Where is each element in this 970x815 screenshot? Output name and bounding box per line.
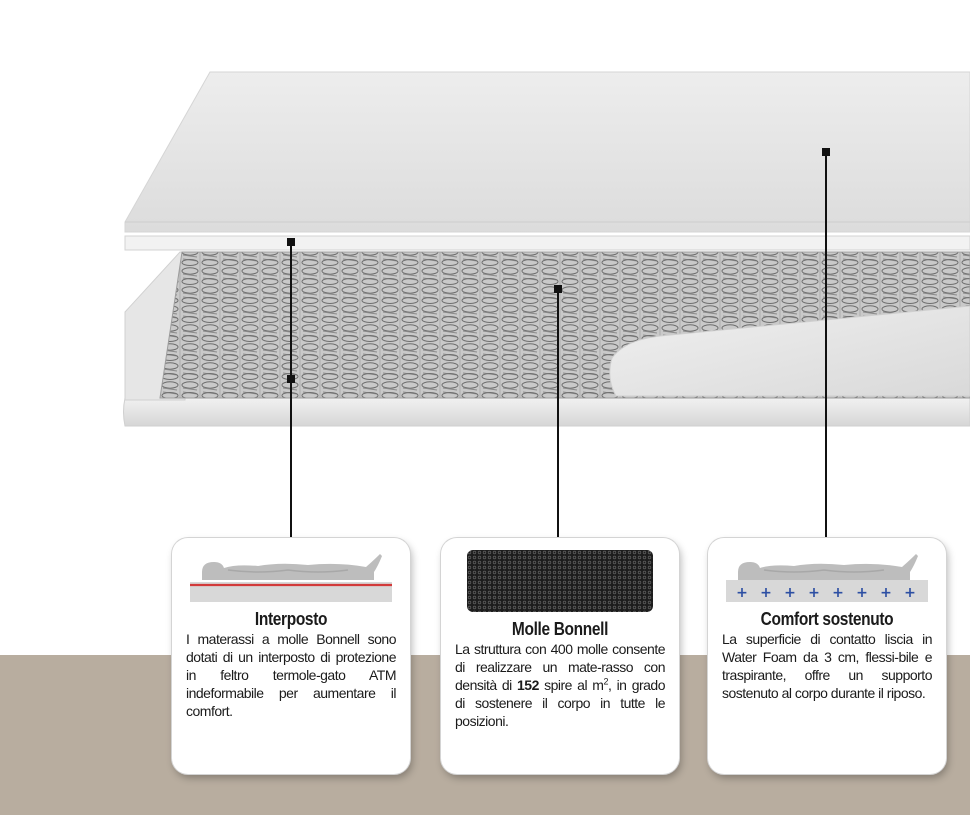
card-title: Interposto (254, 609, 328, 629)
spring-mesh-swatch (467, 550, 653, 612)
callout-comfort (822, 148, 830, 540)
plus-sign: + (832, 585, 844, 601)
plus-sign: + (856, 585, 868, 601)
mattress-base (123, 397, 970, 427)
card-title: Molle Bonnell (511, 619, 609, 639)
water-foam-insert (609, 305, 970, 397)
body-on-foam-support-icon: + + + + + + + + (726, 554, 928, 602)
info-card-molle-bonnell: Molle Bonnell La struttura con 400 molle… (441, 538, 679, 774)
plus-sign: + (880, 585, 892, 601)
card-description: I materassi a molle Bonnell sono dotati … (186, 631, 397, 719)
info-card-comfort-sostenuto: + + + + + + + + Comfort sostenuto La sup… (708, 538, 946, 774)
callout-interposto (287, 238, 295, 540)
plus-sign: + (904, 585, 916, 601)
plus-sign: + (784, 585, 796, 601)
top-foam-slab (124, 71, 970, 233)
card-description: La superficie di contatto liscia in Wate… (722, 631, 933, 701)
info-card-interposto: Interposto I materassi a molle Bonnell s… (172, 538, 410, 774)
body-on-felt-layer-icon (190, 554, 392, 602)
card-title: Comfort sostenuto (760, 609, 894, 629)
plus-sign: + (760, 585, 772, 601)
callout-molle (554, 285, 562, 540)
plus-sign: + (808, 585, 820, 601)
card-description: La struttura con 400 molle consente di r… (455, 641, 666, 729)
plus-sign: + (736, 585, 748, 601)
felt-layer (124, 235, 970, 251)
